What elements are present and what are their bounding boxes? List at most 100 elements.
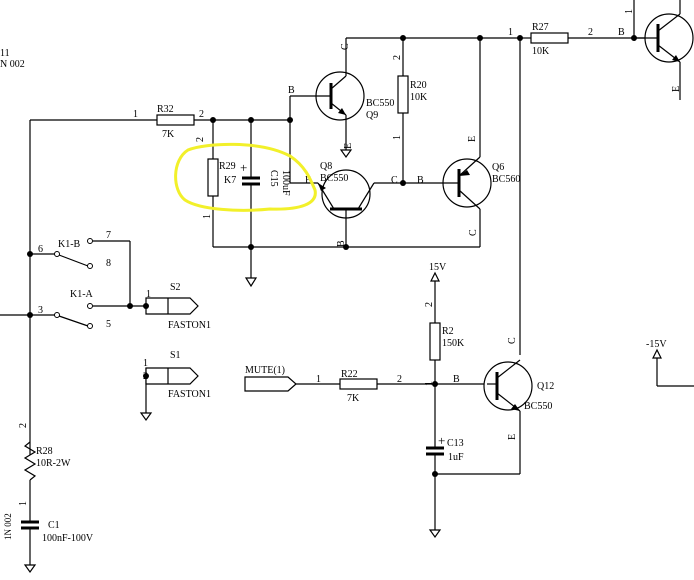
s1-pin1: 1 [143, 358, 148, 369]
yellow-highlight-marker [174, 142, 317, 212]
r22-ref: R22 [341, 369, 358, 380]
q8-pin-b: B [336, 240, 347, 247]
r27-section: 1 R27 10K 2 B 1 E [508, 0, 694, 100]
q8-ref: Q8 [320, 161, 332, 172]
c15-value: 100uF [280, 170, 291, 196]
r2-pin2: 2 [424, 302, 435, 307]
k1b-pin-6: 6 [38, 244, 43, 255]
c15-plus-sign: + [240, 160, 247, 175]
q8-transistor: Q8 BC550 E C B [289, 120, 403, 250]
q12-pin-b: B [453, 374, 460, 385]
r28-pin1: 1 [18, 501, 29, 506]
r20-pin1: 1 [392, 135, 403, 140]
k1b-pin-8: 8 [106, 258, 111, 269]
r28-value: 10R-2W [36, 458, 71, 469]
q8-type: BC550 [320, 173, 348, 184]
vm15-label: -15V [646, 339, 667, 350]
r27-resistor [530, 32, 569, 44]
q6-pin-b: B [417, 175, 424, 186]
r22-resistor [339, 378, 378, 390]
q9-emitter-ground [339, 149, 353, 159]
r2-value: 150K [442, 338, 465, 349]
k1b-pin-7: 7 [106, 230, 111, 241]
s1-connector: 1 2 S1 FASTON1 [139, 350, 211, 422]
ground-symbol-s1 [139, 412, 153, 422]
r29-pin2: 2 [195, 137, 206, 142]
q-top-right-pin-b: B [618, 27, 625, 38]
mute-label: MUTE(1) [245, 365, 285, 376]
q6-ref: Q6 [492, 162, 504, 173]
k1a-pin-5: 5 [106, 319, 111, 330]
r29-c15-section: 2 1 R29 K7 + C15 100uF [195, 120, 346, 288]
q12-pin-c: C [507, 337, 518, 344]
ground-symbol-c1 [23, 564, 37, 574]
k1a-pin-3: 3 [38, 305, 43, 316]
r20-section: 2 1 R20 10K [392, 38, 428, 186]
s1-ref: S1 [170, 350, 181, 361]
q8-pin-e: E [305, 175, 311, 186]
top-right-pin-e: E [671, 86, 682, 92]
r2-resistor [429, 322, 441, 361]
r32-ref: R32 [157, 104, 174, 115]
r27-pin1: 1 [508, 27, 513, 38]
r20-pin2: 2 [392, 55, 403, 60]
r28-ref: R28 [36, 446, 53, 457]
q8-pin-c: C [391, 175, 398, 186]
r29-pin1: 1 [202, 214, 213, 219]
q9-pin-e: E [343, 143, 354, 149]
c1-net-label: 1N 002 [3, 513, 13, 540]
c15-ref: C15 [268, 170, 279, 187]
mute-r22-section: MUTE(1) 1 R22 7K 2 1 B [244, 365, 487, 404]
s1-pin2: 2 [143, 371, 148, 382]
mute-input-port [244, 376, 297, 392]
q12-ref: Q12 [537, 381, 554, 392]
v15-arrow [430, 271, 440, 282]
r27-pin2: 2 [588, 27, 593, 38]
ground-symbol-c13 [428, 529, 442, 539]
r32-value: 7K [162, 129, 175, 140]
s2-type: FASTON1 [168, 320, 211, 331]
r2-ref: R2 [442, 326, 454, 337]
k1b-label: K1-B [58, 239, 81, 250]
q9-ref: Q9 [366, 110, 378, 121]
r32-pin1: 1 [133, 109, 138, 120]
s2-connector: 1 S2 FASTON1 [143, 282, 211, 331]
q6-type: BC560 [492, 174, 520, 185]
c1-ref: C1 [48, 520, 60, 531]
q12-pin-e: E [507, 434, 518, 440]
r22-pin1: 1 [316, 374, 321, 385]
s2-pin1: 1 [146, 289, 151, 300]
q6-pin-c: C [468, 229, 479, 236]
r20-ref: R20 [410, 80, 427, 91]
c13-ref: C13 [447, 438, 464, 449]
r28-c1-section: 2 R28 10R-2W 1 1N 002 C1 100nF-100V [3, 423, 94, 574]
vm15-arrow [652, 348, 662, 359]
r22-pin2: 2 [397, 374, 402, 385]
q9-transistor: B C E BC550 Q9 [288, 38, 394, 159]
q9-pin-c: C [340, 43, 351, 50]
q9-pin-b: B [288, 85, 295, 96]
c1-value: 100nF-100V [42, 533, 94, 544]
q12-transistor: C E Q12 BC550 [483, 337, 554, 474]
c13-plus-sign: + [438, 433, 445, 448]
r28-pin2: 2 [18, 423, 29, 428]
neg15v-section: -15V [646, 339, 694, 387]
s1-type: FASTON1 [168, 389, 211, 400]
left-top-label-2: N 002 [0, 59, 25, 70]
c13-value: 1uF [448, 452, 464, 463]
r2-c13-section: 15V 2 R2 150K + C13 1uF [424, 262, 520, 539]
r22-value: 7K [347, 393, 360, 404]
r27-ref: R27 [532, 22, 549, 33]
r29-resistor [207, 158, 219, 197]
r32-section: 1 R32 7K 2 [29, 104, 293, 455]
r27-value: 10K [532, 46, 550, 57]
k1-relay-switches: 6 K1-B 7 8 3 K1-A 5 [0, 230, 146, 330]
q6-pin-e: E [467, 136, 478, 142]
v15-label: 15V [429, 262, 447, 273]
r29-value: K7 [224, 175, 236, 186]
r32-resistor [156, 114, 195, 126]
r2-pin1: 1 [424, 381, 435, 386]
r20-value: 10K [410, 92, 428, 103]
left-top-label-1: 11 [0, 48, 10, 59]
